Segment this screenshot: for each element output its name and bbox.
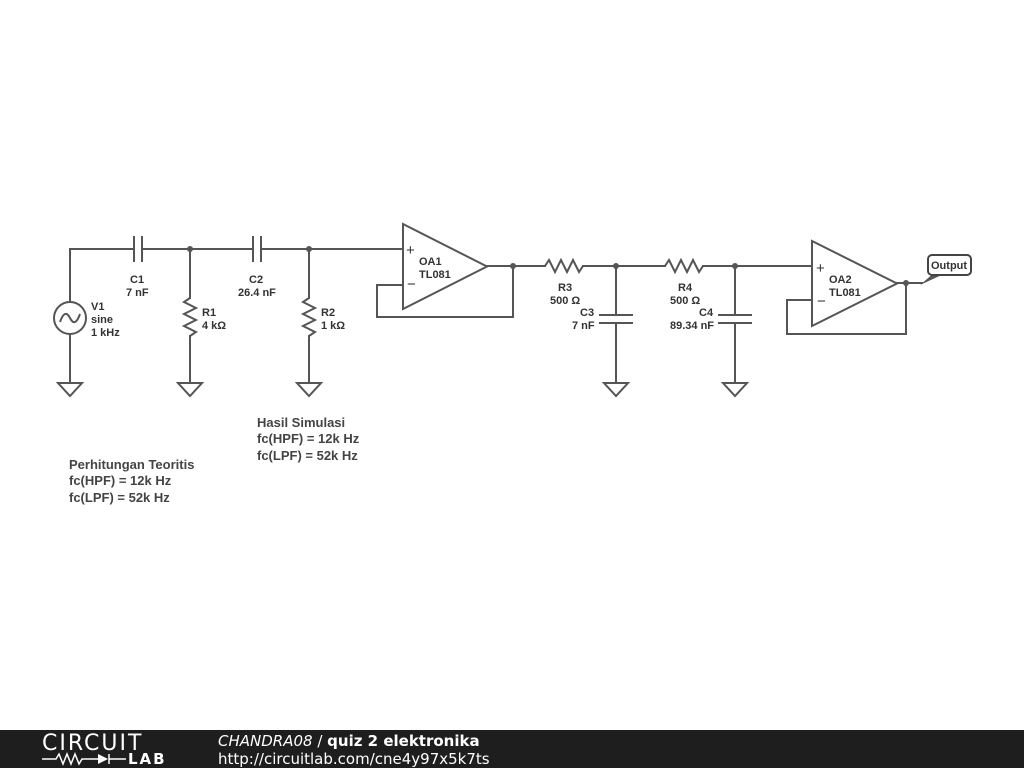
junction-node	[903, 280, 909, 286]
c3-name: C3	[580, 307, 594, 319]
r2-name: R2	[321, 307, 335, 319]
logo-text-circuit: CIRCUIT	[42, 731, 144, 756]
r3-value: 500 Ω	[550, 295, 580, 307]
theory-line1: fc(HPF) = 12k Hz	[69, 473, 172, 488]
junction-node	[510, 263, 516, 269]
oa2-plus-sign: +	[816, 260, 825, 277]
v1-name: V1	[91, 301, 104, 313]
theory-line2: fc(LPF) = 52k Hz	[69, 490, 170, 505]
c4-name: C4	[699, 307, 714, 319]
project-title: CHANDRA08 / quiz 2 elektronika	[218, 732, 480, 750]
v1-value: 1 kHz	[91, 327, 120, 339]
oa2-model: TL081	[829, 287, 861, 299]
oa2-minus-sign: −	[817, 293, 826, 310]
oa1-minus-sign: −	[407, 276, 416, 293]
r4-value: 500 Ω	[670, 295, 700, 307]
author-name[interactable]: CHANDRA08	[218, 732, 313, 750]
oa2-name: OA2	[829, 274, 852, 286]
opamp-oa1[interactable]: + − OA1 TL081	[402, 222, 490, 311]
capacitor-c4[interactable]: C4 89.34 nF	[670, 265, 752, 398]
project-url[interactable]: http://circuitlab.com/cne4y97x5k7ts	[218, 750, 490, 768]
opamp-oa2[interactable]: + − OA2 TL081	[811, 239, 900, 328]
logo-resistor-diode-icon	[42, 752, 126, 766]
output-flag[interactable]: Output	[920, 254, 972, 285]
oa1-plus-sign: +	[406, 242, 415, 259]
c2-value: 26.4 nF	[238, 287, 276, 299]
simulation-line2: fc(LPF) = 52k Hz	[257, 448, 358, 463]
r2-value: 1 kΩ	[321, 320, 345, 332]
c2-name: C2	[249, 274, 263, 286]
capacitor-c3[interactable]: C3 7 nF	[572, 265, 633, 398]
v1-type: sine	[91, 314, 113, 326]
theory-notes: Perhitungan Teoritis fc(HPF) = 12k Hz fc…	[69, 457, 194, 505]
c4-value: 89.34 nF	[670, 320, 714, 332]
project-name[interactable]: quiz 2 elektronika	[327, 732, 480, 750]
circuit-schematic: V1 sine 1 kHz C1 7 nF R1 4 kΩ C2 26.4 nF…	[53, 222, 972, 505]
simulation-title: Hasil Simulasi	[257, 415, 345, 430]
oa1-name: OA1	[419, 256, 442, 268]
resistor-r2[interactable]: R2 1 kΩ	[294, 248, 345, 398]
resistor-r4[interactable]: R4 500 Ω	[664, 257, 704, 307]
r1-name: R1	[202, 307, 216, 319]
footer-bar: CIRCUIT LAB CHANDRA08 / quiz 2 elektroni…	[0, 730, 1024, 768]
r4-name: R4	[678, 282, 693, 294]
r1-value: 4 kΩ	[202, 320, 226, 332]
simulation-notes: Hasil Simulasi fc(HPF) = 12k Hz fc(LPF) …	[257, 415, 360, 463]
c3-value: 7 nF	[572, 320, 595, 332]
resistor-r3[interactable]: R3 500 Ω	[544, 257, 584, 307]
voltage-source-v1[interactable]: V1 sine 1 kHz	[53, 248, 120, 398]
capacitor-c1[interactable]: C1 7 nF	[126, 236, 149, 299]
resistor-r1[interactable]: R1 4 kΩ	[175, 248, 226, 398]
simulation-line1: fc(HPF) = 12k Hz	[257, 431, 360, 446]
oa1-model: TL081	[419, 269, 451, 281]
theory-title: Perhitungan Teoritis	[69, 457, 194, 472]
circuitlab-logo[interactable]: CIRCUIT LAB	[42, 730, 182, 768]
logo-text-lab: LAB	[128, 750, 167, 768]
c1-name: C1	[130, 274, 144, 286]
capacitor-c2[interactable]: C2 26.4 nF	[238, 236, 276, 299]
c1-value: 7 nF	[126, 287, 149, 299]
r3-name: R3	[558, 282, 572, 294]
title-separator: /	[312, 732, 328, 750]
output-label: Output	[931, 260, 967, 272]
